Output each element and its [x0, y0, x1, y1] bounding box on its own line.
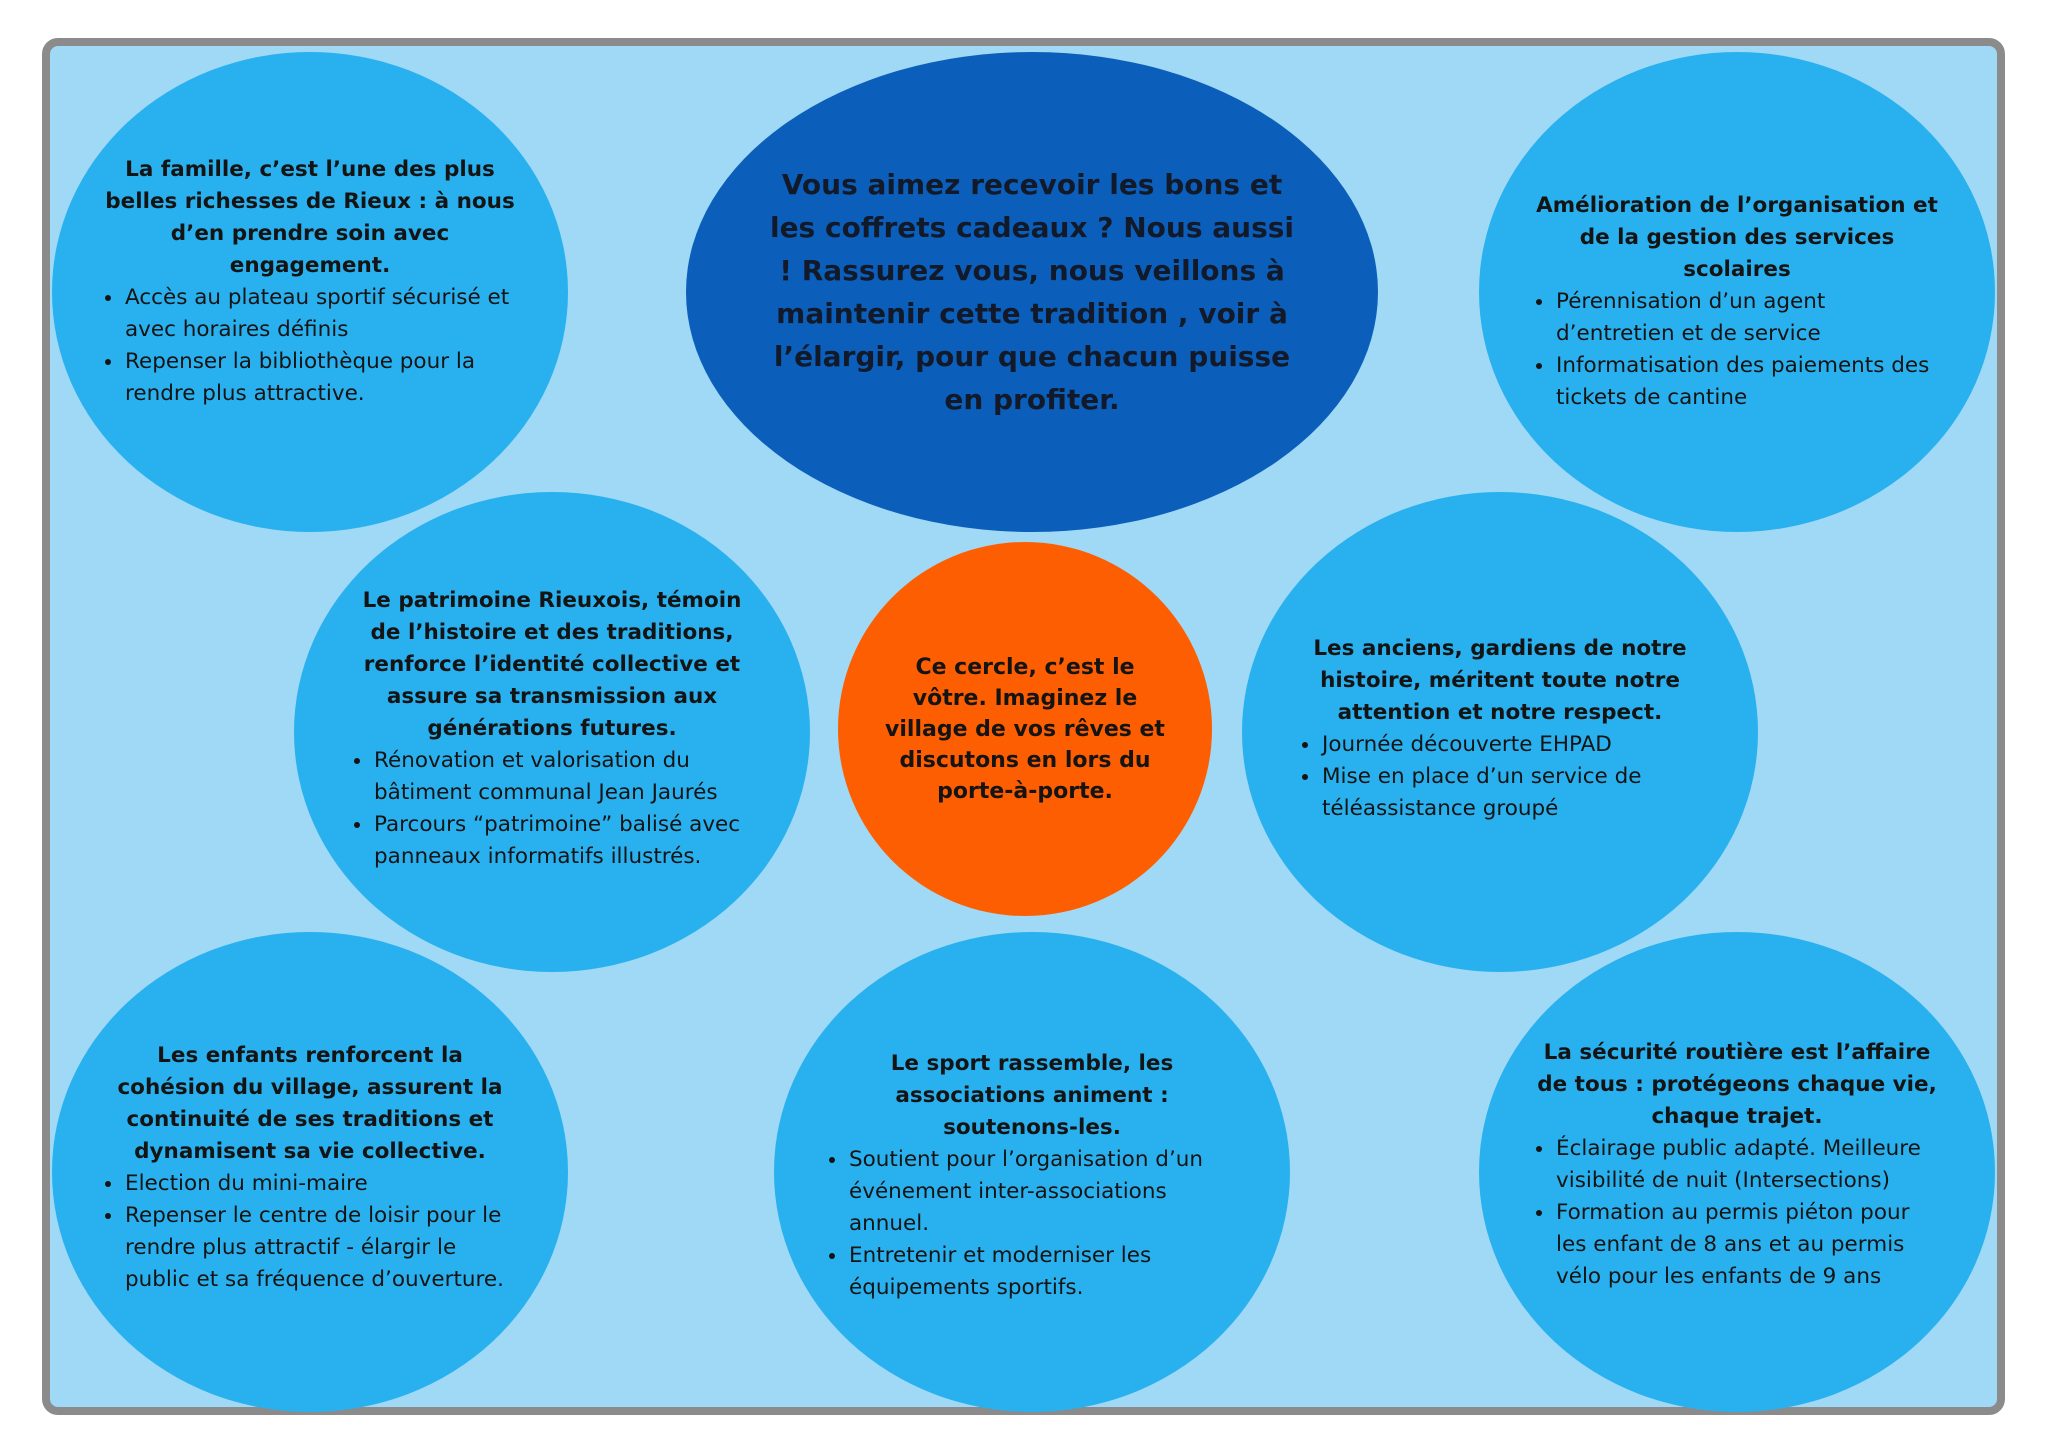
- bubble-bullet: Parcours “patrimoine” balisé avec pannea…: [373, 809, 752, 873]
- center-circle: Ce cercle, c’est le vôtre. Imaginez le v…: [838, 542, 1212, 916]
- bubble-bullet: Journée découverte EHPAD: [1321, 729, 1700, 761]
- bubble-heading: Les anciens, gardiens de notre histoire,…: [1313, 636, 1687, 725]
- bubble-school-services: Amélioration de l’organisation et de la …: [1479, 52, 1995, 532]
- bubble-family: La famille, c’est l’une des plus belles …: [52, 52, 568, 532]
- bubble-heading: Le sport rassemble, les associations ani…: [890, 1051, 1174, 1140]
- bubble-bullet: Soutient pour l’organisation d’un événem…: [848, 1144, 1237, 1240]
- bubble-bullet: Éclairage public adapté. Meilleure visib…: [1555, 1133, 1940, 1197]
- center-circle-text: Ce cercle, c’est le vôtre. Imaginez le v…: [885, 654, 1165, 804]
- bubble-heading: Le patrimoine Rieuxois, témoin de l’hist…: [362, 588, 742, 741]
- bubble-heading: La sécurité routière est l’affaire de to…: [1537, 1040, 1937, 1129]
- bubble-heading: Amélioration de l’organisation et de la …: [1536, 193, 1938, 282]
- bubble-heading: Les enfants renforcent la cohésion du vi…: [117, 1043, 503, 1164]
- center-top-ellipse: Vous aimez recevoir les bons et les coff…: [686, 52, 1378, 532]
- bubble-sport-associations: Le sport rassemble, les associations ani…: [774, 932, 1290, 1412]
- bubble-bullet: Pérennisation d’un agent d’entretien et …: [1555, 286, 1940, 350]
- bubble-bullet: Rénovation et valorisation du bâtiment c…: [373, 745, 752, 809]
- bubble-bullet: Election du mini-maire: [124, 1168, 517, 1200]
- bubble-bullet: Repenser la bibliothèque pour la rendre …: [124, 346, 517, 410]
- center-top-text: Vous aimez recevoir les bons et les coff…: [769, 168, 1295, 416]
- bubble-road-safety: La sécurité routière est l’affaire de to…: [1479, 932, 1995, 1412]
- bubble-bullet: Accès au plateau sportif sécurisé et ave…: [124, 282, 517, 346]
- bubble-bullet: Repenser le centre de loisir pour le ren…: [124, 1200, 517, 1296]
- bubble-bullet: Entretenir et moderniser les équipements…: [848, 1240, 1237, 1304]
- bubble-bullet: Formation au permis piéton pour les enfa…: [1555, 1197, 1940, 1293]
- bubble-children: Les enfants renforcent la cohésion du vi…: [52, 932, 568, 1412]
- bubble-bullet: Mise en place d’un service de téléassist…: [1321, 761, 1700, 825]
- bubble-heritage: Le patrimoine Rieuxois, témoin de l’hist…: [294, 492, 810, 972]
- bubble-heading: La famille, c’est l’une des plus belles …: [105, 157, 515, 278]
- bubble-bullet: Informatisation des paiements des ticket…: [1555, 350, 1940, 414]
- bubble-elders: Les anciens, gardiens de notre histoire,…: [1242, 492, 1758, 972]
